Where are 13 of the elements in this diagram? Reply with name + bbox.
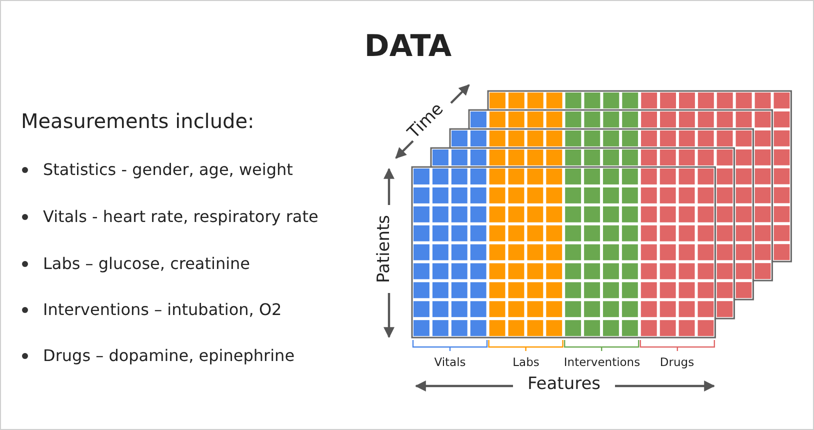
list-item: Statistics - gender, age, weight [43, 160, 293, 179]
category-label: Drugs [658, 355, 696, 369]
list-heading: Measurements include: [21, 109, 254, 133]
axis-label: Features [526, 374, 602, 394]
list-item: Interventions – intubation, O2 [43, 300, 282, 319]
category-label: Interventions [562, 355, 642, 369]
category-label: Vitals [433, 355, 467, 369]
title: DATA [363, 29, 453, 64]
category-label: Labs [512, 355, 540, 369]
list-item: Labs – glucose, creatinine [43, 254, 250, 273]
list-item: Vitals - heart rate, respiratory rate [43, 207, 318, 226]
axis-label: Patients [374, 214, 394, 284]
list-item: Drugs – dopamine, epinephrine [43, 346, 295, 365]
